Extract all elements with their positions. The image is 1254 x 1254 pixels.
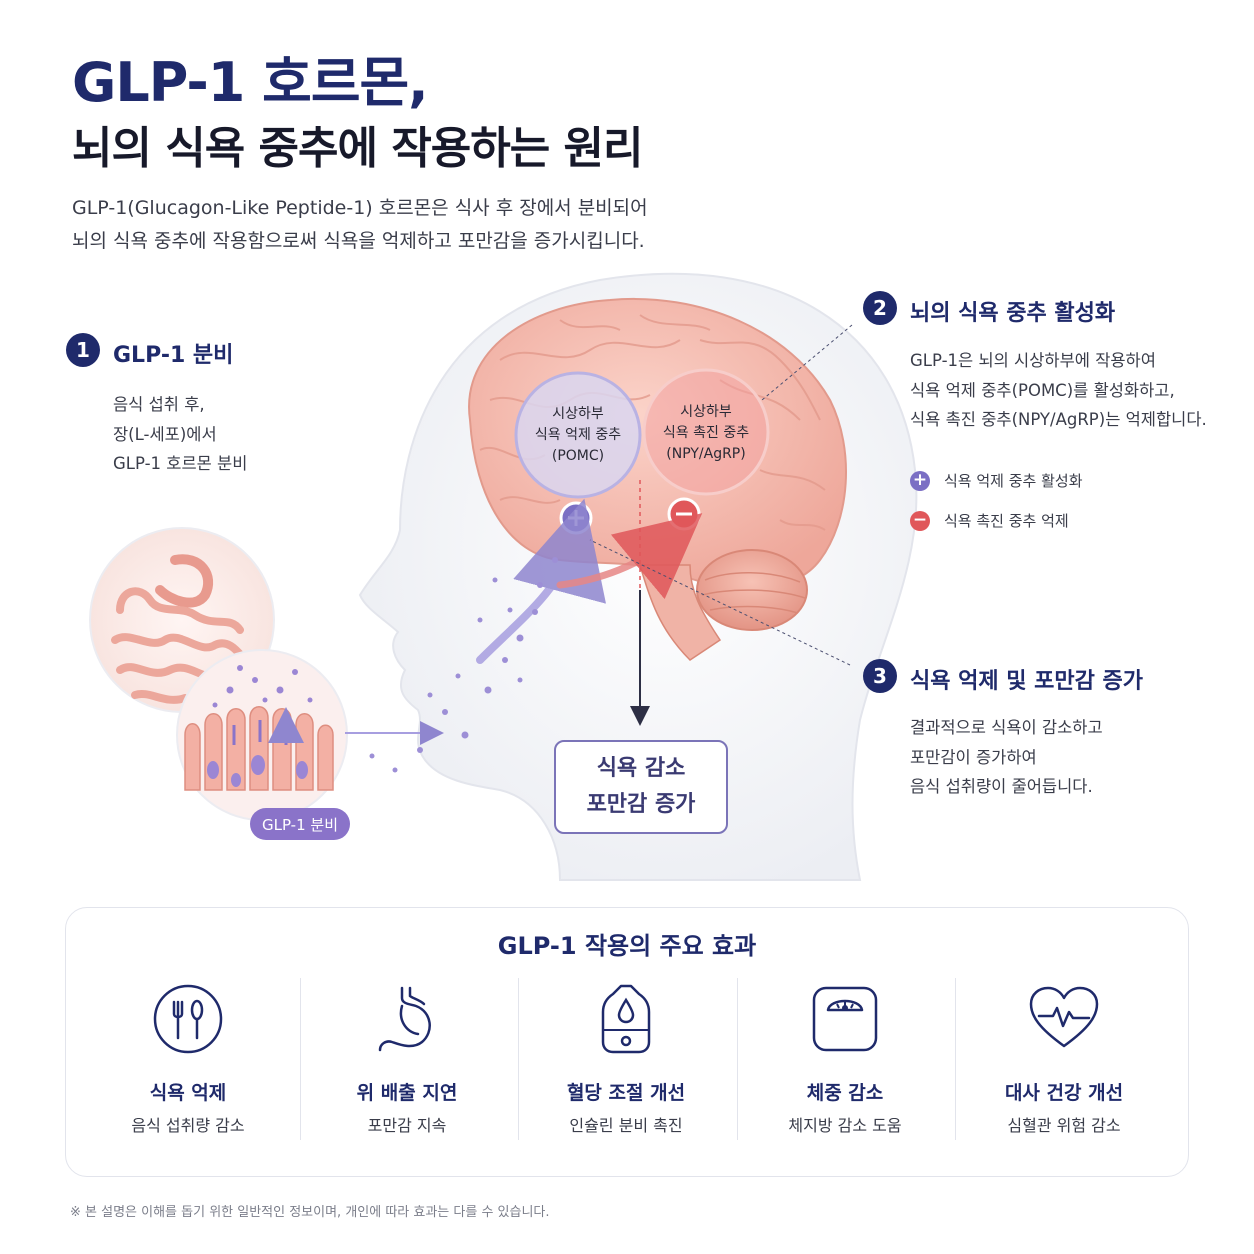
inhibit-arrow-to-npy <box>556 513 703 600</box>
effects-panel: GLP-1 작용의 주요 효과 식욕 억제 음식 섭취량 감소 위 배출 지연 … <box>65 907 1189 1177</box>
effect-title: 혈당 조절 개선 <box>566 1082 686 1104</box>
legend-plus-label: 식욕 억제 중추 활성화 <box>944 472 1083 490</box>
effect-item: 대사 건강 개선 심혈관 위험 감소 <box>955 970 1173 1150</box>
glucose-meter-icon <box>601 984 651 1054</box>
step-2-line: GLP-1은 뇌의 시상하부에 작용하여 <box>910 351 1156 370</box>
effect-title: 식욕 억제 <box>149 1082 227 1104</box>
result-line: 포만감 증가 <box>586 792 696 817</box>
pomc-label-line: 식욕 억제 중추 <box>534 427 622 443</box>
effect-item: 식욕 억제 음식 섭취량 감소 <box>79 970 297 1150</box>
step-1-line: 음식 섭취 후, <box>113 395 205 414</box>
step-1-line: 장(L-세포)에서 <box>113 424 217 444</box>
legend-plus: + 식욕 억제 중추 활성화 <box>910 470 1083 491</box>
npy-label: 시상하부 식욕 촉진 중추 (NPY/AgRP) <box>646 402 766 465</box>
effects-title: GLP-1 작용의 주요 효과 <box>497 932 757 960</box>
intro-text: GLP-1(Glucagon-Like Peptide-1) 호르몬은 식사 후… <box>72 192 648 258</box>
npy-circle <box>642 368 770 496</box>
step-3-line: 음식 섭취량이 줄어듭니다. <box>910 777 1093 796</box>
effect-desc: 음식 섭취량 감소 <box>131 1116 245 1135</box>
pomc-label-line: (POMC) <box>551 448 605 464</box>
fork-spoon-icon <box>153 984 223 1054</box>
effect-item: 혈당 조절 개선 인슐린 분비 촉진 <box>517 970 735 1150</box>
heart-pulse-icon <box>1029 986 1099 1048</box>
effect-desc: 심혈관 위험 감소 <box>1007 1116 1121 1135</box>
minus-icon: − <box>910 510 930 531</box>
effect-title: 체중 감소 <box>806 1082 884 1104</box>
effect-title: 대사 건강 개선 <box>1004 1082 1124 1104</box>
step-2-desc: GLP-1은 뇌의 시상하부에 작용하여 식욕 억제 중추(POMC)를 활성화… <box>910 346 1207 435</box>
step-3-line: 결과적으로 식욕이 감소하고 <box>910 718 1103 737</box>
step-2-number: 2 <box>863 291 897 325</box>
step-3-line: 포만감이 증가하여 <box>910 747 1037 767</box>
pomc-label: 시상하부 식욕 억제 중추 (POMC) <box>518 404 638 467</box>
divider <box>518 978 519 1140</box>
legend-minus-label: 식욕 촉진 중추 억제 <box>944 512 1069 530</box>
plus-icon: + <box>910 470 930 491</box>
effect-item: 위 배출 지연 포만감 지속 <box>298 970 516 1150</box>
intro-line: GLP-1(Glucagon-Like Peptide-1) 호르몬은 식사 후… <box>72 197 648 219</box>
step-2-title: 뇌의 식욕 중추 활성화 <box>910 301 1116 326</box>
step-3-desc: 결과적으로 식욕이 감소하고 포만감이 증가하여 음식 섭취량이 줄어듭니다. <box>910 713 1103 802</box>
step-3-title: 식욕 억제 및 포만감 증가 <box>910 669 1144 694</box>
effect-desc: 포만감 지속 <box>367 1116 447 1135</box>
divider <box>737 978 738 1140</box>
stomach-icon <box>378 986 431 1052</box>
divider <box>300 978 301 1140</box>
scale-icon <box>812 986 878 1052</box>
step-2-line: 식욕 촉진 중추(NPY/AgRP)는 억제합니다. <box>910 410 1207 429</box>
npy-label-line: (NPY/AgRP) <box>666 446 746 462</box>
step-1-number: 1 <box>66 333 100 367</box>
result-line: 식욕 감소 <box>596 756 686 781</box>
npy-label-line: 식욕 촉진 중추 <box>662 425 750 441</box>
footnote: ※ 본 설명은 이해를 돕기 위한 일반적인 정보이며, 개인에 따라 효과는 … <box>70 1205 550 1220</box>
pomc-circle <box>514 371 642 499</box>
step-3-number: 3 <box>863 659 897 693</box>
glp1-secretion-badge: GLP-1 분비 <box>250 808 350 840</box>
page-subtitle: 뇌의 식욕 중추에 작용하는 원리 <box>72 123 644 174</box>
result-box: 식욕 감소 포만감 증가 <box>554 740 728 834</box>
step-1-title: GLP-1 분비 <box>113 343 234 368</box>
effect-desc: 체지방 감소 도움 <box>788 1116 902 1135</box>
glp1-arrow-to-pomc <box>476 498 606 664</box>
pomc-label-line: 시상하부 <box>552 406 604 422</box>
effect-desc: 인슐린 분비 촉진 <box>569 1116 683 1135</box>
step-2-line: 식욕 억제 중추(POMC)를 활성화하고, <box>910 380 1175 400</box>
page-title: GLP-1 호르몬, <box>72 51 429 114</box>
head-brain-illustration <box>89 272 918 881</box>
intro-line: 뇌의 식욕 중추에 작용함으로써 식욕을 억제하고 포만감을 증가시킵니다. <box>72 230 645 252</box>
effect-item: 체중 감소 체지방 감소 도움 <box>736 970 954 1150</box>
effect-title: 위 배출 지연 <box>356 1082 458 1104</box>
step-1-desc: 음식 섭취 후, 장(L-세포)에서 GLP-1 호르몬 분비 <box>113 390 247 479</box>
npy-label-line: 시상하부 <box>680 404 732 420</box>
step-1-line: GLP-1 호르몬 분비 <box>113 454 248 473</box>
divider <box>955 978 956 1140</box>
legend-minus: − 식욕 촉진 중추 억제 <box>910 510 1069 531</box>
